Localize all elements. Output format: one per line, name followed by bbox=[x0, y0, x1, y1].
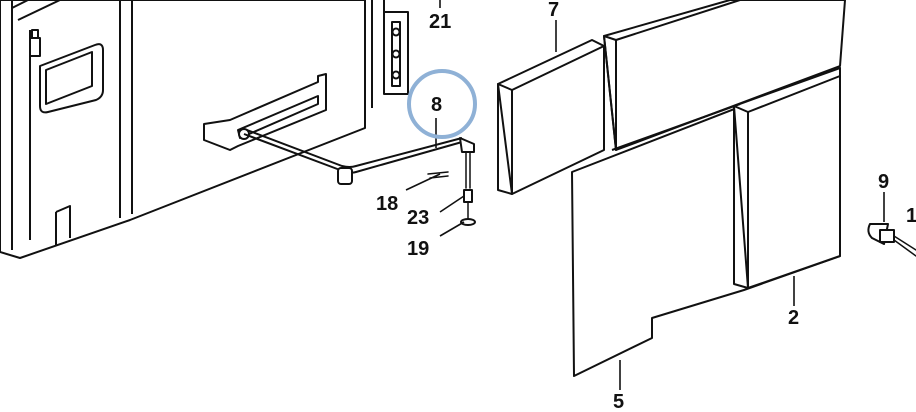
leader-lines bbox=[405, 0, 885, 390]
insulation-panels bbox=[497, 0, 846, 377]
callout-18: 18 bbox=[376, 193, 398, 215]
callout-8: 8 bbox=[431, 94, 442, 116]
callout-23: 23 bbox=[407, 207, 429, 229]
wall-panel bbox=[0, 0, 409, 259]
bolt-part bbox=[867, 223, 916, 257]
callout-21: 21 bbox=[429, 11, 451, 33]
support-rod bbox=[243, 129, 475, 189]
highlight-ring bbox=[407, 69, 477, 139]
callout-2: 2 bbox=[788, 307, 799, 329]
callout-1: 1 bbox=[906, 205, 916, 227]
callout-9: 9 bbox=[878, 171, 889, 193]
small-fasteners bbox=[427, 171, 476, 226]
callout-19: 19 bbox=[407, 238, 429, 260]
callout-5: 5 bbox=[613, 391, 624, 412]
callout-7: 7 bbox=[548, 0, 559, 21]
